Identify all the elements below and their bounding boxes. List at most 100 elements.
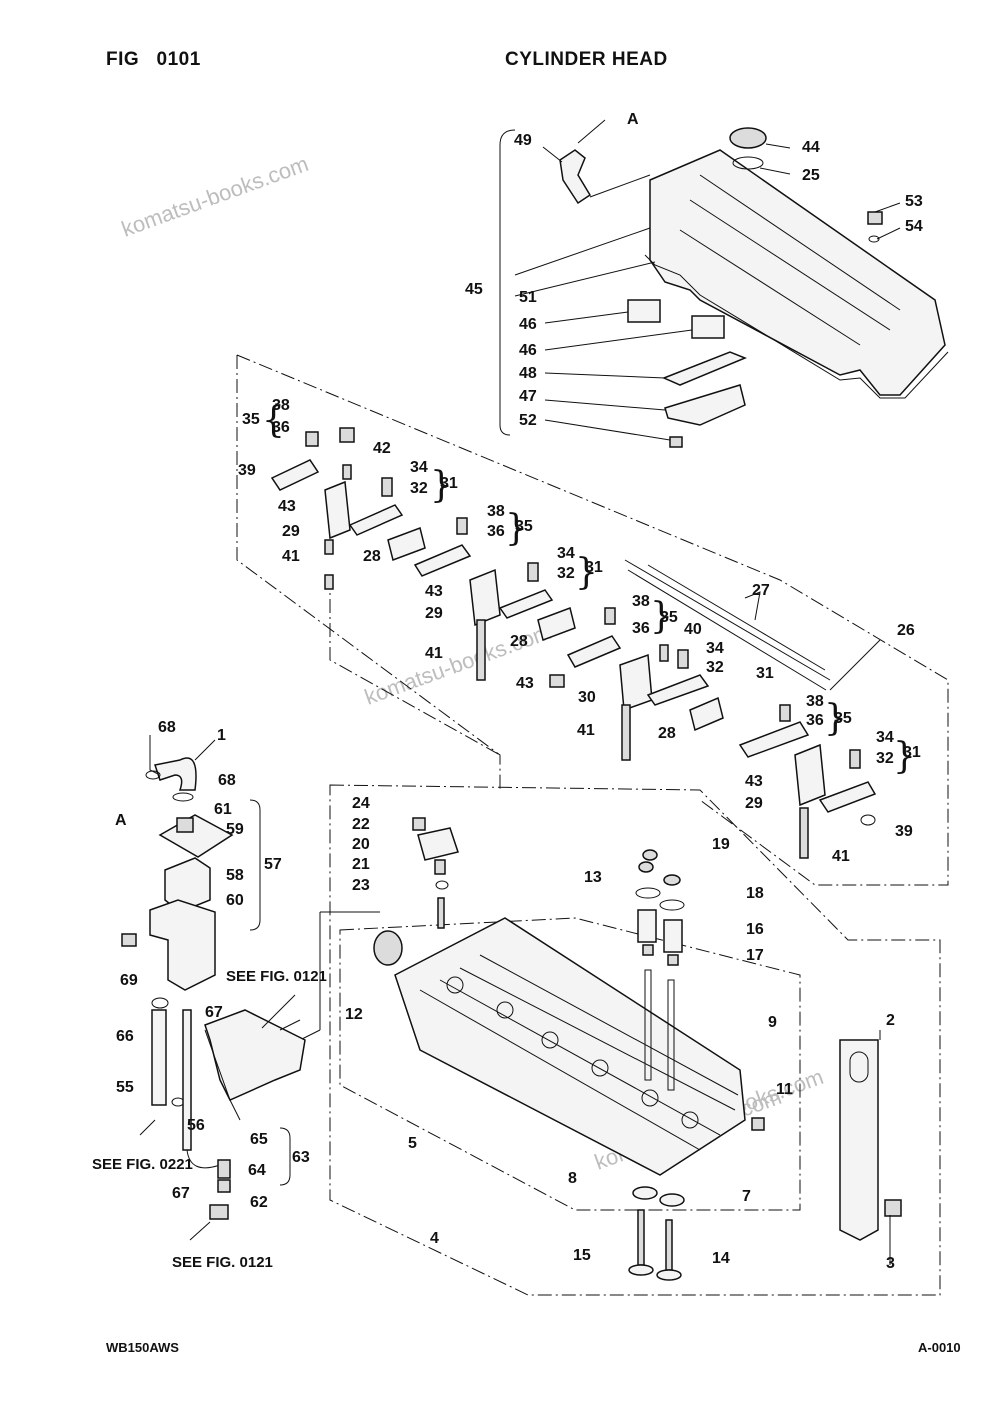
brace: } bbox=[824, 698, 847, 739]
callout-45: 45 bbox=[465, 281, 483, 298]
callout-32: 32 bbox=[557, 565, 575, 582]
callout-41: 41 bbox=[282, 548, 300, 565]
callout-38: 38 bbox=[806, 693, 824, 710]
leader-lines bbox=[514, 143, 901, 441]
hose-clamp bbox=[151, 997, 169, 1009]
breather-hose bbox=[154, 757, 197, 791]
insulator-pad bbox=[691, 315, 725, 339]
see-fig-0221-ref: SEE FIG. 0221 bbox=[92, 1156, 193, 1173]
view-label-a: A bbox=[627, 111, 639, 128]
callout-48: 48 bbox=[519, 365, 537, 382]
callout-68: 68 bbox=[218, 772, 236, 789]
callout-64: 64 bbox=[248, 1162, 266, 1179]
callout-54: 54 bbox=[905, 218, 923, 235]
rocker-bracket bbox=[324, 480, 351, 540]
cylinder-head bbox=[373, 917, 765, 1176]
breather-nipple bbox=[176, 817, 194, 833]
callout-35: 35 bbox=[660, 609, 678, 626]
callout-66: 66 bbox=[116, 1028, 134, 1045]
callout-41: 41 bbox=[577, 722, 595, 739]
push-rod bbox=[621, 704, 631, 761]
leader bbox=[829, 639, 881, 691]
view-label-a: A bbox=[115, 812, 127, 829]
baffle-bolt bbox=[669, 436, 683, 448]
adjust-screw bbox=[849, 749, 861, 769]
callout-22: 22 bbox=[352, 816, 370, 833]
callout-62: 62 bbox=[250, 1194, 268, 1211]
intake-valve-head bbox=[656, 1269, 682, 1281]
brace: } bbox=[575, 552, 598, 593]
callout-57: 57 bbox=[264, 856, 282, 873]
model-code: WB150AWS bbox=[106, 1340, 179, 1355]
callout-26: 26 bbox=[897, 622, 915, 639]
callout-16: 16 bbox=[746, 921, 764, 938]
callout-31: 31 bbox=[585, 559, 603, 576]
valve-cover-gasket bbox=[644, 254, 949, 399]
rocker-shaft-group bbox=[624, 559, 881, 691]
breather-case bbox=[149, 899, 216, 991]
valve-seat-insert bbox=[659, 1193, 685, 1207]
callout-8: 8 bbox=[568, 1170, 577, 1187]
callout-41: 41 bbox=[425, 645, 443, 662]
see-fig-arrow bbox=[139, 1119, 211, 1241]
callout-68: 68 bbox=[158, 719, 176, 736]
rocker-arm-1 bbox=[270, 427, 426, 590]
rocker-arm bbox=[646, 674, 710, 706]
valve-guide bbox=[644, 969, 652, 1081]
seal-washer bbox=[868, 235, 880, 243]
clip bbox=[171, 1097, 185, 1107]
bracket-bolt bbox=[324, 539, 334, 555]
breather-pipe bbox=[151, 1009, 167, 1106]
callout-28: 28 bbox=[363, 548, 381, 565]
callout-31: 31 bbox=[756, 665, 774, 682]
rocker-spring bbox=[689, 696, 724, 732]
insulator-pad bbox=[627, 299, 661, 323]
callout-60: 60 bbox=[226, 892, 244, 909]
callout-35: 35 bbox=[834, 710, 852, 727]
callout-36: 36 bbox=[806, 712, 824, 729]
callout-12: 12 bbox=[345, 1006, 363, 1023]
rocker-arm bbox=[413, 544, 472, 577]
callout-24: 24 bbox=[352, 795, 370, 812]
callout-46: 46 bbox=[519, 342, 537, 359]
hanger-bracket bbox=[839, 1039, 879, 1241]
valve-train bbox=[628, 849, 685, 1281]
injector-clamp bbox=[412, 817, 459, 929]
callout-49: 49 bbox=[514, 132, 532, 149]
rocker-arm-4 bbox=[738, 704, 877, 859]
callout-29: 29 bbox=[282, 523, 300, 540]
rocker-bracket bbox=[794, 743, 826, 807]
callout-46: 46 bbox=[519, 316, 537, 333]
brace: } bbox=[430, 465, 453, 506]
head-ribs bbox=[419, 954, 739, 1151]
valve-cover bbox=[649, 149, 946, 396]
callout-3: 3 bbox=[886, 1255, 895, 1272]
bracket-edge bbox=[204, 1019, 301, 1121]
callout-14: 14 bbox=[712, 1250, 730, 1267]
pipe-joint bbox=[217, 1179, 231, 1193]
callout-36: 36 bbox=[487, 523, 505, 540]
seat bbox=[434, 859, 446, 875]
valve-port bbox=[681, 1111, 699, 1129]
valve-guide bbox=[667, 979, 675, 1091]
valve-cover-ribs bbox=[679, 174, 901, 346]
callout-35: 35 bbox=[242, 411, 260, 428]
cap-bolt bbox=[867, 211, 883, 225]
leader bbox=[879, 1030, 891, 1265]
bracket-bolt bbox=[324, 574, 334, 590]
callout-1: 1 bbox=[217, 727, 226, 744]
valve-cover-group bbox=[499, 119, 949, 448]
mounting-bracket bbox=[204, 1009, 306, 1101]
callout-18: 18 bbox=[746, 885, 764, 902]
callout-52: 52 bbox=[519, 412, 537, 429]
callout-19: 19 bbox=[712, 836, 730, 853]
push-rod bbox=[476, 619, 486, 681]
callout-21: 21 bbox=[352, 856, 370, 873]
callout-34: 34 bbox=[557, 545, 575, 562]
callout-32: 32 bbox=[876, 750, 894, 767]
adjust-screw bbox=[779, 704, 791, 722]
callout-56: 56 bbox=[187, 1117, 205, 1134]
exhaust-valve-head bbox=[628, 1264, 654, 1276]
valve-spring bbox=[637, 909, 657, 943]
callout-34: 34 bbox=[410, 459, 428, 476]
